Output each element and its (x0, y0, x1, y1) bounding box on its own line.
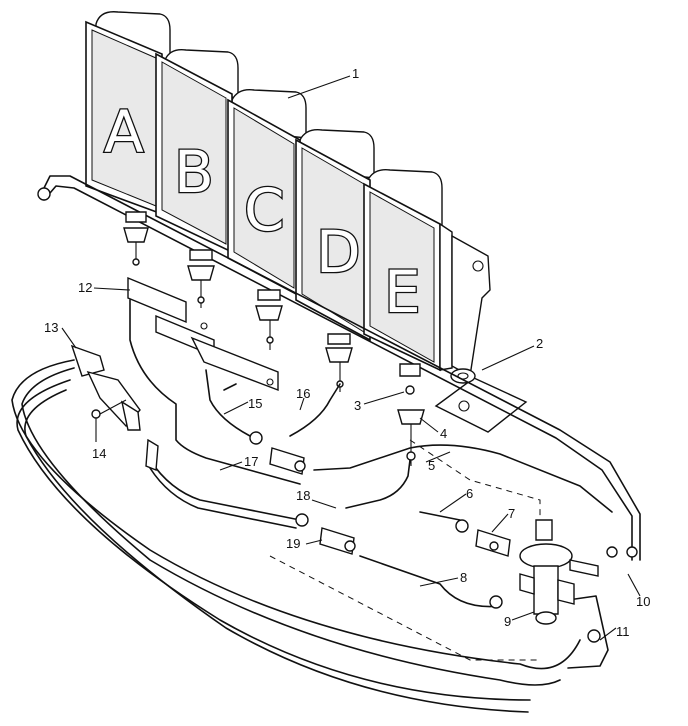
panel-letter-d: D (316, 218, 361, 286)
callout-18: 18 (296, 488, 310, 503)
panel-b: B (155, 52, 233, 254)
panel-e: E (363, 182, 441, 372)
callout-12: 12 (78, 280, 92, 295)
callout-1: 1 (352, 66, 359, 81)
loop-tubing (11, 359, 581, 713)
callout-4: 4 (440, 426, 447, 441)
fittings (145, 431, 638, 643)
callout-8: 8 (460, 570, 467, 585)
panel-letter-c: C (244, 176, 285, 244)
callout-10: 10 (636, 594, 650, 609)
valve-fitting-d (325, 333, 353, 392)
callout-9: 9 (504, 614, 511, 629)
valve-fitting-c (255, 289, 283, 350)
panel-letter-a: A (104, 98, 144, 166)
callout-6: 6 (466, 486, 473, 501)
panel-letter-e: E (384, 258, 421, 326)
regulator-assembly (519, 519, 599, 625)
callout-16: 16 (296, 386, 310, 401)
callout-19: 19 (286, 536, 300, 551)
valve-fitting-a (123, 211, 149, 266)
panel-a: A (85, 20, 163, 216)
main-manifold-tube (37, 175, 641, 561)
callout-2: 2 (536, 336, 543, 351)
callout-15: 15 (248, 396, 262, 411)
callout-17: 17 (244, 454, 258, 469)
callout-7: 7 (508, 506, 515, 521)
burner-panel-assembly: A B C D E (85, 11, 453, 372)
mounting-bracket-12 (127, 276, 279, 392)
control-valve (70, 344, 141, 431)
callout-11: 11 (616, 624, 630, 639)
callouts: 1 2 3 4 5 6 7 8 9 10 11 12 13 14 15 16 1… (44, 66, 650, 639)
panel-d: D (295, 138, 371, 342)
panel-valve-fittings (123, 211, 425, 466)
leader-lines (61, 75, 641, 641)
valve-fitting-b (187, 249, 215, 308)
callout-14: 14 (92, 446, 106, 461)
valve-fitting-e (397, 363, 425, 466)
callout-3: 3 (354, 398, 361, 413)
panel-letter-b: B (174, 138, 214, 206)
side-mounting-bracket (434, 234, 528, 433)
panel-c: C (227, 98, 301, 298)
callout-13: 13 (44, 320, 58, 335)
callout-5: 5 (428, 458, 435, 473)
